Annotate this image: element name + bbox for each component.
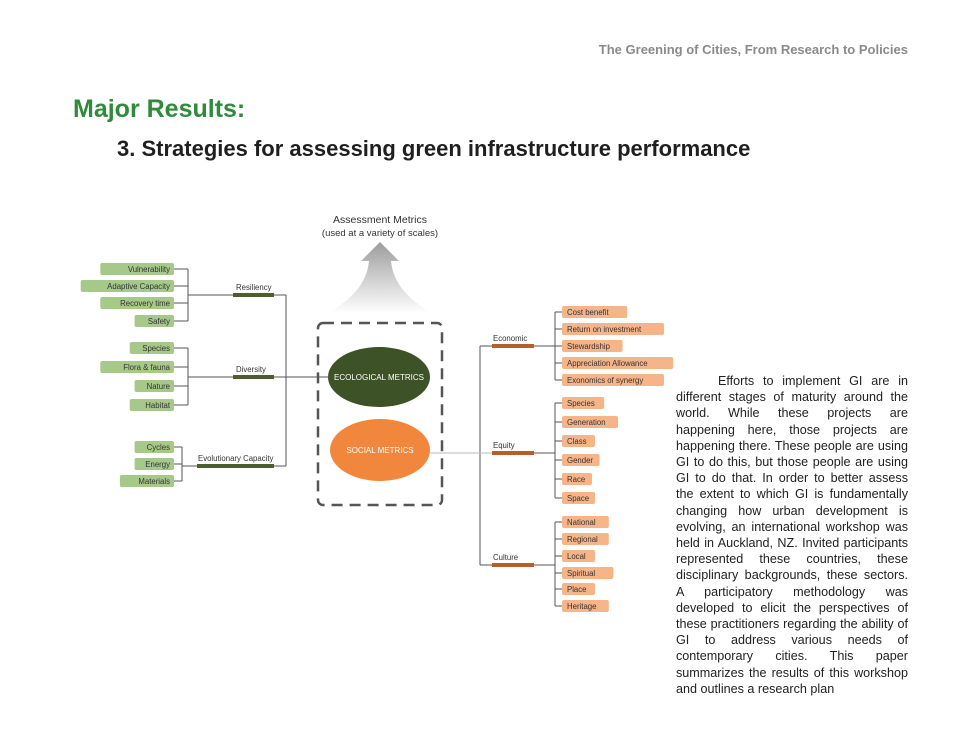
right-item-label: Stewardship: [567, 342, 611, 351]
left-item-box: [100, 263, 174, 275]
left-item-label: Adaptive Capacity: [107, 282, 170, 291]
right-item-box: [562, 473, 592, 485]
right-item-box: [562, 416, 618, 428]
right-item-box: [562, 374, 664, 386]
right-item-label: Space: [567, 494, 589, 503]
social-metrics-label: SOCIAL METRICS: [346, 446, 413, 455]
right-group-bar: [492, 451, 534, 455]
left-item-label: Vulnerability: [128, 265, 170, 274]
left-item-box: [134, 380, 174, 392]
left-item-label: Nature: [147, 382, 170, 391]
right-item-label: Species: [567, 399, 595, 408]
subsection-heading: 3. Strategies for assessing green infras…: [117, 136, 751, 161]
right-item-box: [562, 600, 609, 612]
right-item-box: [562, 323, 664, 335]
right-item-box: [562, 340, 623, 352]
left-item-label: Recovery time: [120, 299, 170, 308]
assessment-metrics-sublabel: (used at a variety of scales): [322, 228, 438, 239]
left-item-box: [134, 441, 174, 453]
right-item-box: [562, 357, 674, 369]
left-item-box: [134, 458, 174, 470]
right-item-label: Gender: [567, 456, 593, 465]
right-item-box: [562, 306, 628, 318]
left-group-label: Diversity: [236, 365, 266, 374]
left-item-box: [129, 399, 174, 411]
left-group-label: Evolutionary Capacity: [198, 454, 274, 463]
left-item-box: [134, 315, 174, 327]
right-item-box: [562, 492, 595, 504]
left-item-label: Cycles: [147, 443, 170, 452]
running-header: The Greening of Cities, From Research to…: [598, 42, 908, 57]
left-item-box: [129, 342, 174, 354]
right-item-box: [562, 533, 609, 545]
left-group-label: Resiliency: [236, 283, 272, 292]
right-item-label: Appreciation Allowance: [567, 359, 648, 368]
right-item-label: Race: [567, 475, 585, 484]
right-item-label: Regional: [567, 535, 598, 544]
section-heading: Major Results:: [73, 95, 246, 123]
body-paragraph: Efforts to implement GI are in different…: [676, 374, 908, 696]
left-group-bar: [233, 375, 274, 379]
left-item-label: Safety: [148, 317, 170, 326]
right-item-box: [562, 454, 600, 466]
right-item-label: Class: [567, 437, 587, 446]
right-group-label: Economic: [493, 334, 527, 343]
right-item-box: [562, 435, 595, 447]
metrics-dashed-frame: [316, 321, 444, 507]
right-item-box: [562, 397, 605, 409]
left-item-label: Species: [142, 344, 170, 353]
right-item-label: Generation: [567, 418, 606, 427]
social-metrics-ellipse: [330, 419, 430, 481]
right-item-label: National: [567, 518, 596, 527]
right-item-label: Local: [567, 552, 586, 561]
right-group-bar: [492, 563, 534, 567]
left-item-box: [80, 280, 174, 292]
right-item-box: [562, 550, 595, 562]
left-item-label: Flora & fauna: [123, 363, 170, 372]
right-item-box: [562, 583, 595, 595]
left-item-box: [119, 475, 174, 487]
assessment-metrics-label: Assessment Metrics: [333, 214, 427, 226]
right-group-bar: [492, 344, 534, 348]
ecological-metrics-ellipse: [328, 347, 430, 407]
left-item-box: [100, 361, 174, 373]
right-item-label: Spiritual: [567, 569, 595, 578]
left-group-bar: [197, 464, 274, 468]
ecological-metrics-label: ECOLOGICAL METRICS: [334, 373, 424, 382]
left-item-label: Materials: [138, 477, 170, 486]
left-item-label: Energy: [145, 460, 170, 469]
right-item-label: Return on investment: [567, 325, 642, 334]
right-item-label: Place: [567, 585, 587, 594]
upward-arrow: [328, 242, 432, 313]
right-item-box: [562, 567, 614, 579]
right-item-label: Exonomics of synergy: [567, 376, 643, 385]
left-item-box: [100, 297, 174, 309]
left-group-bar: [233, 293, 274, 297]
right-group-label: Equity: [493, 441, 515, 450]
left-item-label: Habitat: [145, 401, 171, 410]
right-item-label: Cost benefit: [567, 308, 609, 317]
right-group-label: Culture: [493, 553, 518, 562]
right-item-box: [562, 516, 609, 528]
right-item-label: Heritage: [567, 602, 596, 611]
